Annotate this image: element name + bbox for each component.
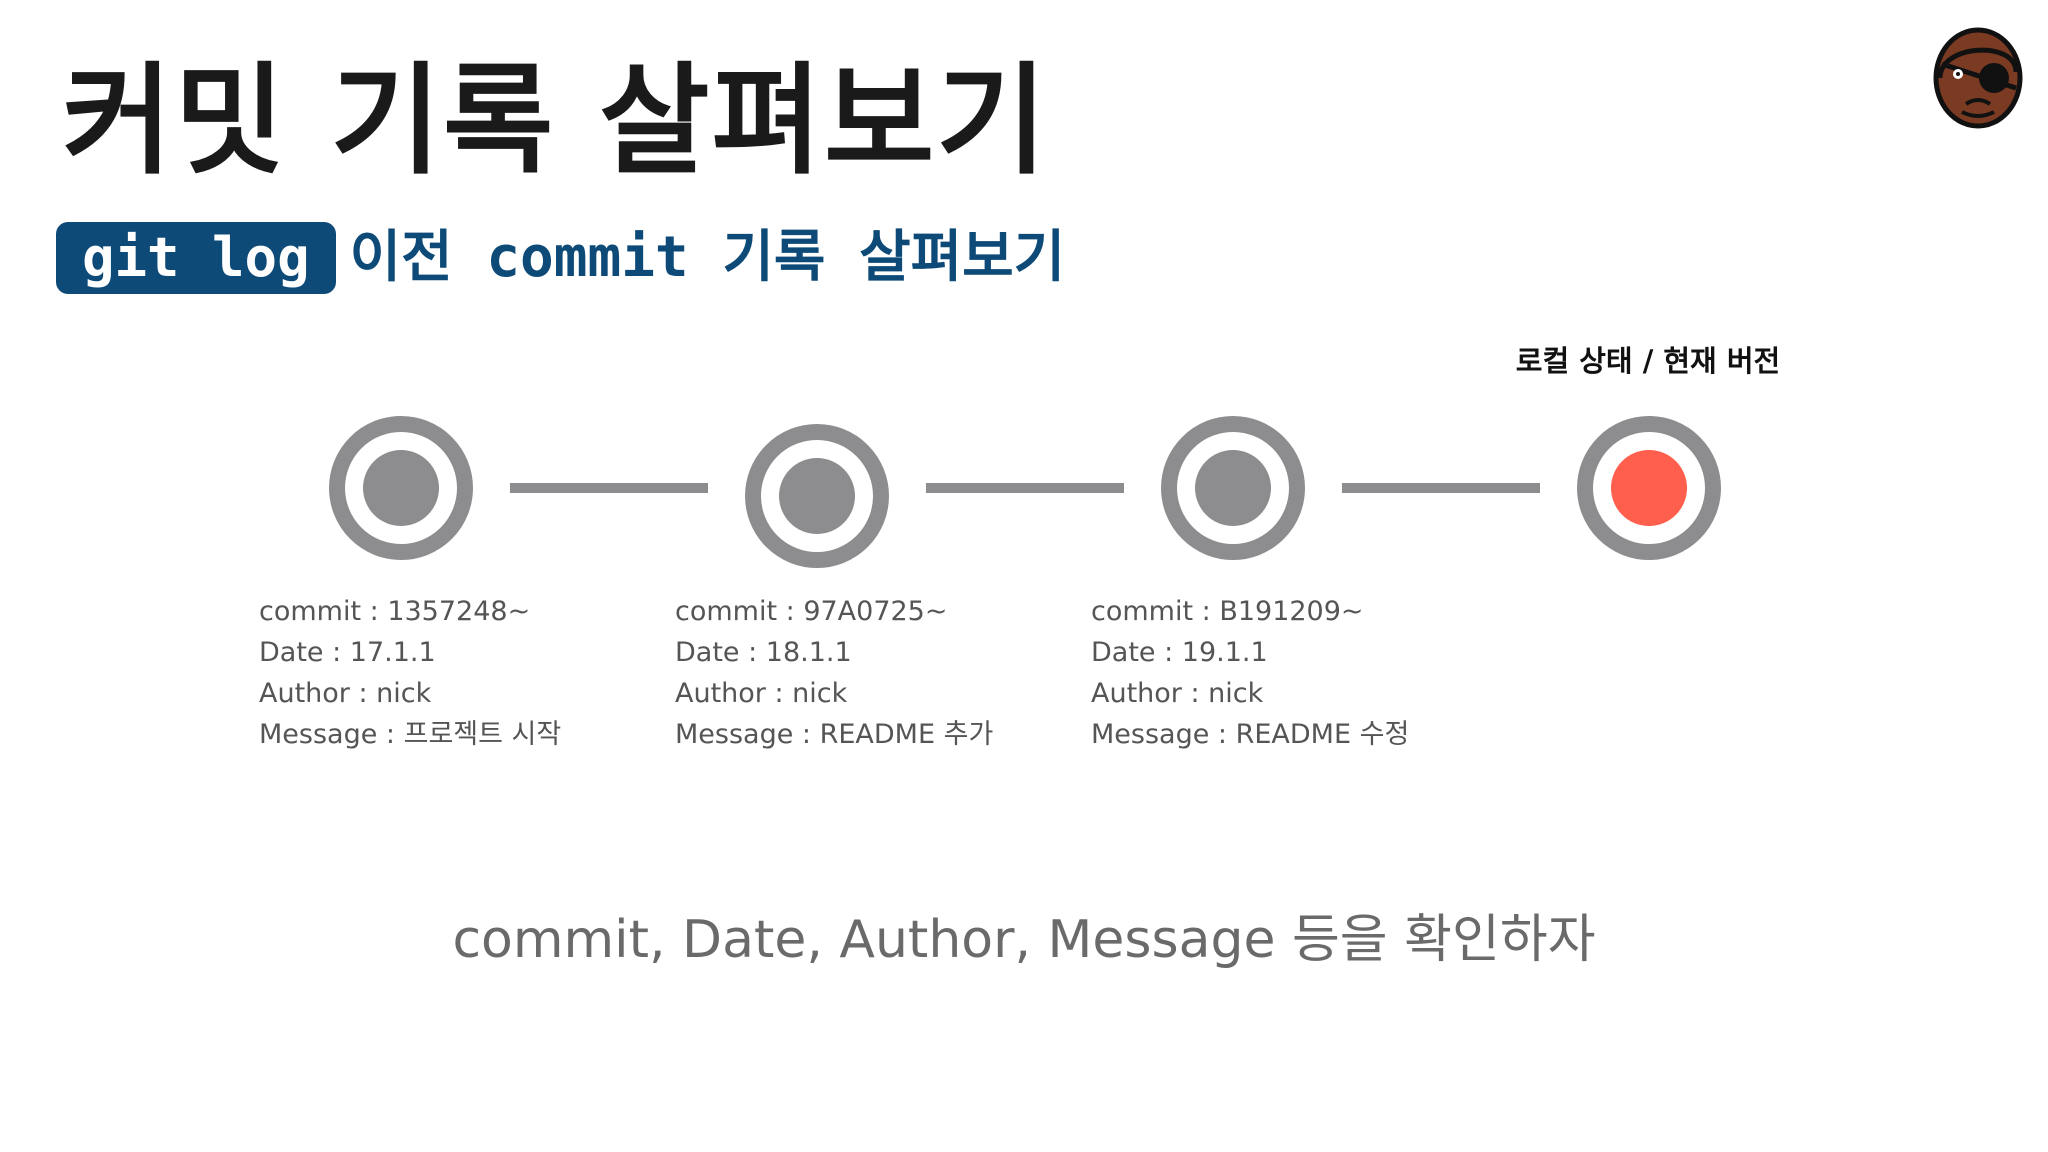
subtitle-row: git log 이전 commit 기록 살펴보기 [56,222,1065,294]
commit-info-3: commit : B191209~ Date : 19.1.1 Author :… [1091,591,1409,755]
commit-author: Author : nick [259,678,432,709]
commit-hash: commit : B191209~ [1091,596,1364,627]
git-log-badge: git log [56,222,336,294]
current-commit-node [1577,416,1721,560]
commit-date: Date : 19.1.1 [1091,637,1268,668]
commit-message: Message : 프로젝트 시작 [259,719,562,750]
eyepatch-avatar-icon [1933,27,2023,129]
commit-message: Message : README 수정 [1091,719,1410,750]
commit-node [329,416,473,560]
commit-info-1: commit : 1357248~ Date : 17.1.1 Author :… [259,591,561,755]
commit-node [1161,416,1305,560]
commit-author: Author : nick [675,678,848,709]
subtitle-text: 이전 commit 기록 살펴보기 [349,225,1066,290]
slide-title: 커밋 기록 살펴보기 [62,52,1049,191]
commit-message: Message : README 추가 [675,719,994,750]
commit-hash: commit : 97A0725~ [675,596,948,627]
footer-caption: commit, Date, Author, Message 등을 확인하자 [452,910,1596,970]
commit-date: Date : 18.1.1 [675,637,852,668]
commit-date: Date : 17.1.1 [259,637,436,668]
commit-node [745,424,889,568]
commit-hash: commit : 1357248~ [259,596,531,627]
commit-info-2: commit : 97A0725~ Date : 18.1.1 Author :… [675,591,993,755]
current-version-label: 로컬 상태 / 현재 버전 [1515,344,1781,378]
commit-author: Author : nick [1091,678,1264,709]
